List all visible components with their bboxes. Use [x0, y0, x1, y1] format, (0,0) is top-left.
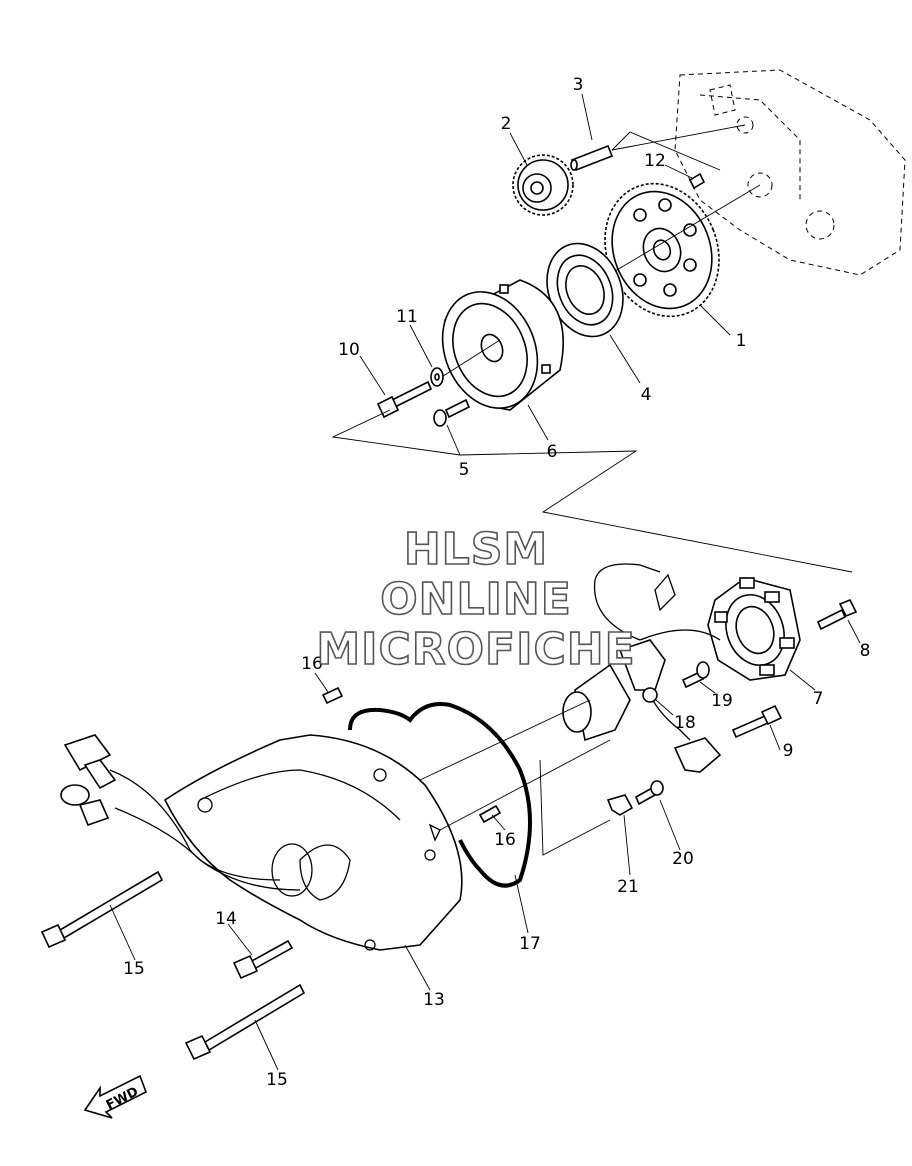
bolt-part-5 — [433, 398, 471, 427]
long-bolt-part-15-lower — [184, 983, 306, 1061]
screw-part-19 — [681, 661, 710, 689]
clutch-part-4 — [546, 242, 624, 338]
wire-clamp — [673, 737, 722, 773]
callout-3: 3 — [573, 75, 584, 95]
bolt-part-10 — [376, 380, 433, 419]
callout-7: 7 — [813, 689, 824, 709]
callout-2: 2 — [501, 114, 512, 134]
callout-18: 18 — [674, 713, 696, 733]
stator-part-7 — [707, 577, 801, 681]
leader-lines — [109, 93, 861, 1071]
bolt-part-8 — [816, 598, 858, 631]
dowel-pin-part-16-lower — [478, 804, 502, 824]
assembly-bracket-lines — [331, 409, 853, 573]
bolt-part-14 — [232, 939, 294, 980]
washer-part-11 — [430, 367, 444, 387]
forward-arrow-icon: FWD — [83, 1074, 148, 1119]
callout-8: 8 — [860, 641, 871, 661]
key-part-12 — [688, 172, 706, 190]
callout-17: 17 — [519, 934, 541, 954]
callout-11: 11 — [396, 307, 418, 327]
dowel-pin-part-16-top — [321, 686, 344, 705]
wiring-connectors — [60, 734, 301, 891]
callout-19: 19 — [711, 691, 733, 711]
gear-part-2 — [512, 154, 574, 216]
bolt-part-20 — [634, 780, 664, 806]
callout-15-upper: 15 — [123, 959, 145, 979]
callout-4: 4 — [641, 385, 652, 405]
callout-16-lower: 16 — [494, 830, 516, 850]
callout-16-upper: 16 — [301, 654, 323, 674]
callout-1: 1 — [736, 331, 747, 351]
watermark: HLSM ONLINE MICROFICHE — [316, 523, 636, 676]
pickup-coil-part-18 — [618, 639, 666, 703]
callout-13: 13 — [423, 990, 445, 1010]
callout-5: 5 — [459, 460, 470, 480]
callout-12: 12 — [644, 151, 666, 171]
rotor-part-6 — [441, 279, 564, 411]
callout-6: 6 — [547, 442, 558, 462]
crankcase-outline — [674, 69, 906, 276]
callout-labels: 3 2 12 1 4 6 5 10 11 8 7 9 19 18 20 21 1… — [123, 75, 870, 1090]
watermark-line-1: HLSM — [404, 524, 548, 575]
callout-9: 9 — [783, 741, 794, 761]
long-bolt-part-15-upper — [40, 870, 164, 949]
callout-14: 14 — [215, 909, 237, 929]
callout-15-lower: 15 — [266, 1070, 288, 1090]
clip-part-21 — [606, 794, 634, 816]
callout-10: 10 — [338, 340, 360, 360]
pin-part-3 — [570, 144, 614, 172]
callout-21: 21 — [617, 877, 639, 897]
callout-20: 20 — [672, 849, 694, 869]
bolt-part-9 — [731, 704, 783, 739]
gear-part-1 — [604, 182, 720, 318]
watermark-line-2: ONLINE — [380, 574, 572, 625]
watermark-line-3: MICROFICHE — [316, 624, 635, 675]
cover-part-13 — [163, 734, 463, 951]
gasket-part-17 — [348, 702, 532, 888]
grommet-plate — [562, 663, 631, 742]
